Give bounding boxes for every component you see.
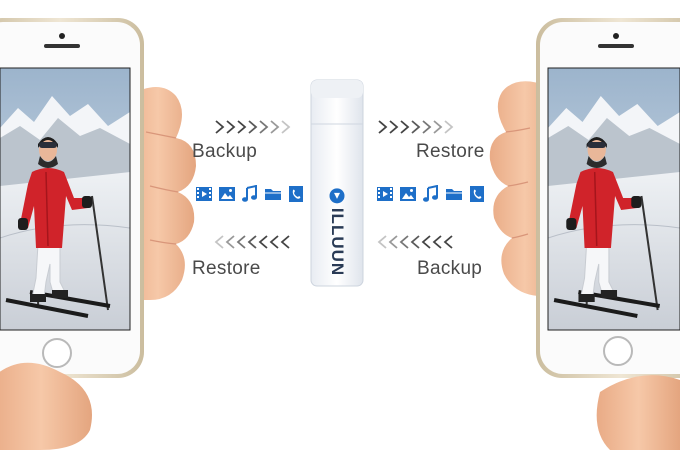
- right-restore-arrows: [378, 120, 454, 134]
- left-screen-photo: [0, 68, 130, 330]
- left-restore-arrows: [214, 235, 290, 249]
- right-screen-photo: [548, 68, 680, 330]
- video-icon: [196, 187, 212, 201]
- right-backup-label: Backup: [417, 258, 483, 279]
- photo-icon: [400, 187, 416, 201]
- photo-icon: [219, 187, 235, 201]
- folder-icon: [446, 189, 462, 200]
- brand-mark-icon: [329, 188, 345, 204]
- left-backup-label: Backup: [192, 141, 258, 162]
- right-file-type-icons: [376, 185, 486, 203]
- music-icon: [242, 185, 257, 202]
- usb-brand-logo: ILLUUN: [327, 188, 347, 276]
- usb-flash-drive: [310, 79, 364, 287]
- right-phone: [489, 18, 680, 450]
- contact-icon: [289, 186, 303, 202]
- usb-brand-text: ILLUUN: [328, 207, 347, 277]
- right-backup-arrows: [377, 235, 453, 249]
- folder-icon: [265, 189, 281, 200]
- contact-icon: [470, 186, 484, 202]
- right-restore-label: Restore: [416, 141, 485, 162]
- music-icon: [423, 185, 438, 202]
- left-phone: [0, 18, 196, 450]
- left-restore-label: Restore: [192, 258, 261, 279]
- video-icon: [377, 187, 393, 201]
- left-file-type-icons: [195, 185, 305, 203]
- left-backup-arrows: [215, 120, 291, 134]
